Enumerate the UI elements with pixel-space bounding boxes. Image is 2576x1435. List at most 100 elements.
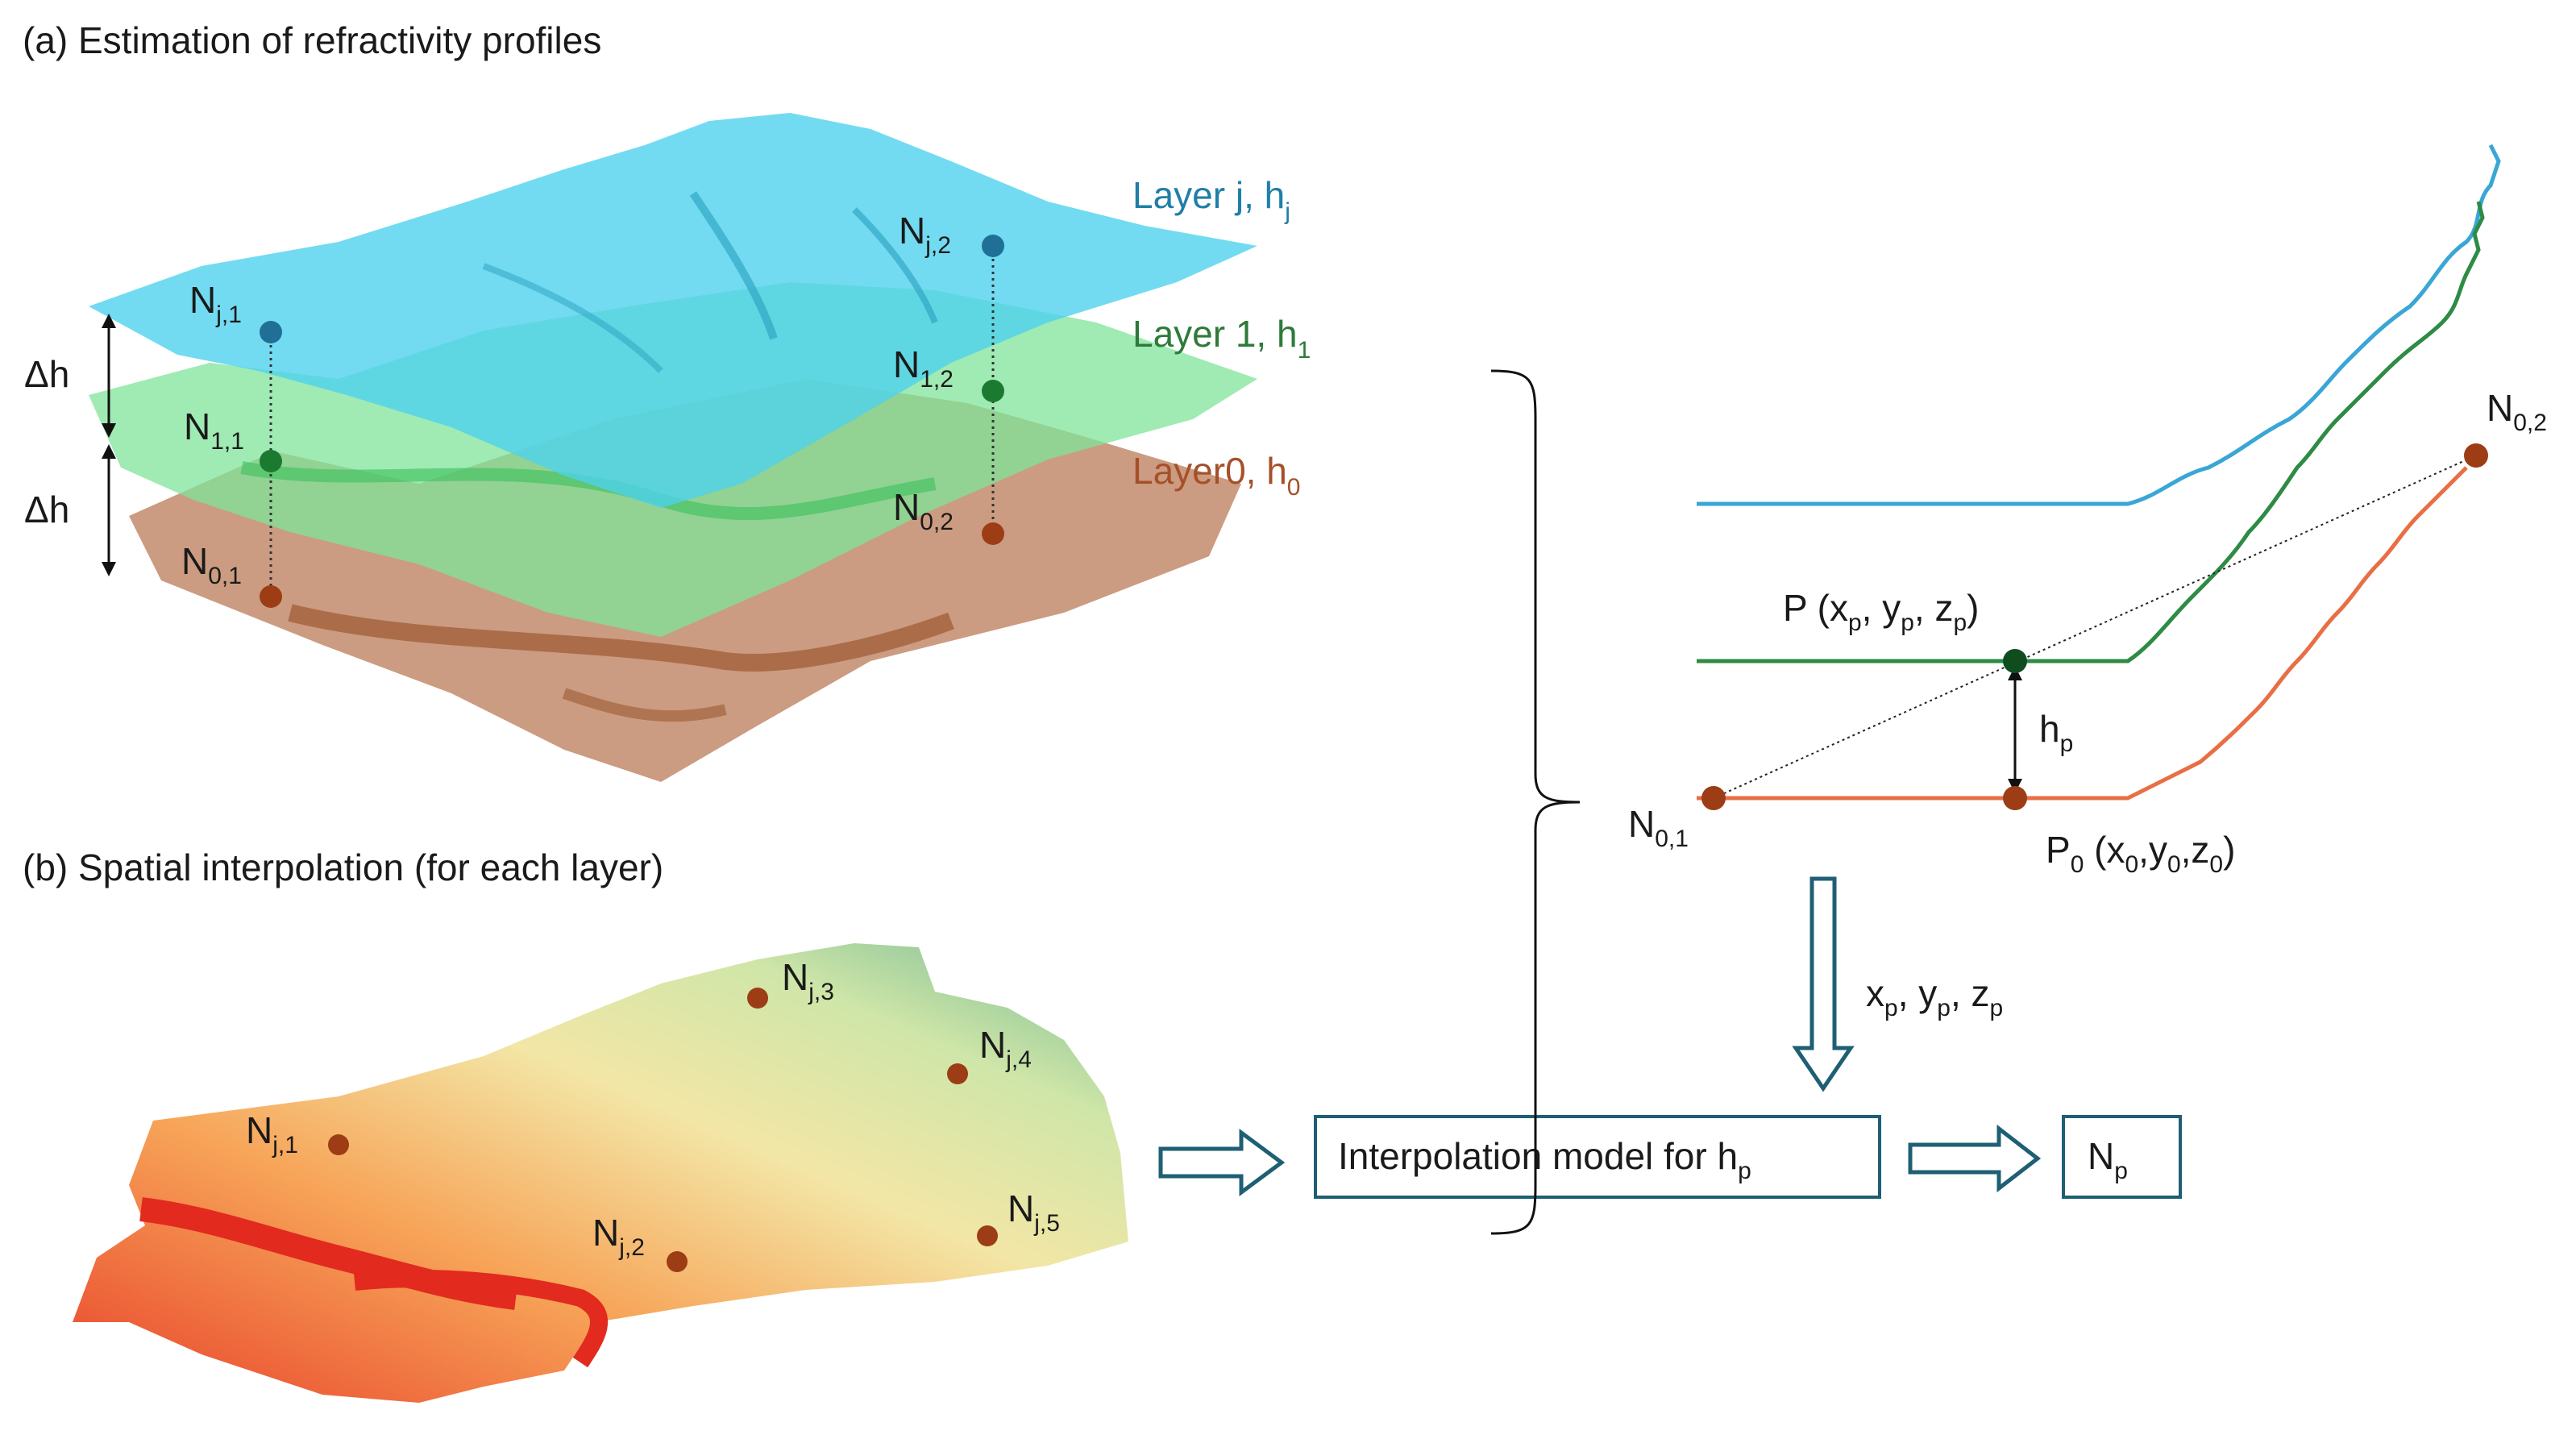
profile-n02-label: N0,2 — [2487, 387, 2547, 436]
layer-0-label-sub: 0 — [1287, 474, 1301, 501]
model-to-result-arrow — [1908, 1124, 2042, 1193]
point-n11-base: N — [184, 406, 210, 447]
profile-point-n02-marker — [2464, 443, 2488, 468]
p0-label-1: P — [2046, 829, 2071, 871]
layer-j-label-text: Layer j, h — [1132, 174, 1285, 216]
point-n01-sub: 0,1 — [208, 563, 242, 589]
coords-2: , y — [1898, 972, 1938, 1014]
point-nj2-sub: j,2 — [924, 232, 951, 259]
map-point-nj2-marker — [667, 1251, 688, 1272]
point-nj2-label: Nj,2 — [899, 210, 951, 259]
map-nj2-sub: j,2 — [618, 1234, 645, 1261]
point-nj1-base: N — [189, 279, 216, 321]
result-box-sub: p — [2114, 1158, 2128, 1184]
map-point-nj5-label: Nj,5 — [1008, 1188, 1060, 1237]
profile-curve-layer-j — [1697, 144, 2501, 506]
p-label-2: , y — [1862, 587, 1901, 629]
coords-s1: p — [1884, 995, 1898, 1021]
p0-label-2: (x — [2084, 829, 2125, 871]
model-box-sub: p — [1738, 1158, 1751, 1184]
map-to-model-arrow — [1158, 1129, 1286, 1196]
map-nj3-base: N — [782, 956, 808, 998]
point-n12-marker — [982, 380, 1004, 402]
map-point-nj5-marker — [977, 1225, 998, 1246]
layer-1-label: Layer 1, h1 — [1132, 313, 1311, 364]
point-nj1-marker — [260, 321, 282, 343]
map-point-nj4-marker — [947, 1063, 968, 1084]
delta-h-lower-label: Δh — [24, 489, 69, 530]
interpolation-dotted-line — [1713, 455, 2477, 799]
p-label-3: , z — [1914, 587, 1954, 629]
p-label-1: P (x — [1783, 587, 1848, 629]
result-np-box — [2062, 1115, 2182, 1199]
layer-j-surface — [89, 113, 1257, 508]
point-nj1-label: Nj,1 — [189, 279, 242, 328]
p0-label-s2: 0 — [2125, 851, 2138, 878]
profile-curve-layer-1 — [1697, 201, 2485, 663]
map-nj4-base: N — [979, 1024, 1006, 1066]
map-nj3-sub: j,3 — [808, 979, 834, 1005]
map-nj5-base: N — [1008, 1188, 1034, 1229]
point-n02-marker — [982, 522, 1004, 545]
coords-s3: p — [1990, 995, 2004, 1021]
panel-b-title: (b) Spatial interpolation (for each laye… — [23, 846, 663, 888]
map-nj1-sub: j,1 — [272, 1132, 298, 1158]
map-nj2-base: N — [592, 1212, 619, 1254]
profile-point-p-marker — [2003, 649, 2027, 673]
point-n12-base: N — [893, 343, 920, 385]
map-point-nj4-label: Nj,4 — [979, 1024, 1032, 1073]
profile-curve-layer-0 — [1697, 466, 2468, 801]
p0-label-4: ,z — [2181, 829, 2210, 871]
profile-p0-label: P0 (x0,y0,z0) — [2046, 829, 2235, 878]
profile-n01-label: N0,1 — [1628, 803, 1689, 852]
p0-label-3: ,y — [2138, 829, 2167, 871]
profile-point-p0-marker — [2003, 786, 2027, 810]
map-nj4-sub: j,4 — [1005, 1046, 1032, 1073]
point-n01-label: N0,1 — [181, 540, 242, 589]
interpolation-model-box — [1314, 1115, 1881, 1199]
p-label-s1: p — [1848, 609, 1862, 636]
point-nj2-marker — [982, 235, 1004, 257]
profile-to-model-arrow — [1792, 876, 1855, 1092]
map-nj1-base: N — [246, 1109, 272, 1151]
layer-0-label-text: Layer0, h — [1132, 450, 1287, 492]
p-label-s2: p — [1901, 609, 1914, 636]
hp-base: h — [2039, 708, 2060, 750]
layer-j-label-sub: j — [1284, 198, 1290, 225]
coords-3: , z — [1951, 972, 1990, 1014]
layer-1-label-sub: 1 — [1298, 337, 1311, 364]
map-point-nj1-label: Nj,1 — [246, 1109, 298, 1158]
layer-0-label: Layer0, h0 — [1132, 450, 1300, 501]
point-n02-sub: 0,2 — [920, 509, 954, 535]
point-n12-sub: 1,2 — [920, 366, 954, 393]
p0-label-s1: 0 — [2071, 851, 2084, 878]
result-np-label: Np — [2088, 1135, 2128, 1184]
profile-n01-base: N — [1628, 803, 1655, 845]
layer-j-label: Layer j, hj — [1132, 174, 1290, 225]
delta-h-upper-label: Δh — [24, 353, 69, 395]
result-box-base: N — [2088, 1135, 2114, 1177]
profile-n02-base: N — [2487, 387, 2513, 429]
map-point-nj2-label: Nj,2 — [592, 1212, 645, 1261]
profile-n02-sub: 0,2 — [2513, 410, 2547, 436]
point-n11-sub: 1,1 — [210, 428, 244, 455]
panel-a-title: (a) Estimation of refractivity profiles — [23, 19, 601, 61]
curly-brace — [1490, 369, 1581, 1235]
layer-1-label-text: Layer 1, h — [1132, 313, 1298, 355]
profile-hp-label: hp — [2039, 708, 2073, 757]
p0-label-s3: 0 — [2167, 851, 2181, 878]
point-n11-label: N1,1 — [184, 406, 244, 455]
p0-label-5: ) — [2223, 829, 2235, 871]
map-point-nj3-marker — [747, 988, 768, 1009]
profile-p-label: P (xp, yp, zp) — [1783, 587, 1979, 636]
model-box-base: Interpolation model for h — [1338, 1135, 1738, 1177]
point-n02-label: N0,2 — [893, 486, 954, 535]
profile-point-n01-marker — [1701, 786, 1726, 810]
heat-map-surface — [73, 943, 1128, 1403]
coords-label: xp, yp, zp — [1866, 972, 2003, 1021]
point-nj1-sub: j,1 — [215, 302, 242, 328]
hp-sub: p — [2060, 730, 2074, 757]
coords-1: x — [1866, 972, 1884, 1014]
p0-label-s4: 0 — [2209, 851, 2223, 878]
